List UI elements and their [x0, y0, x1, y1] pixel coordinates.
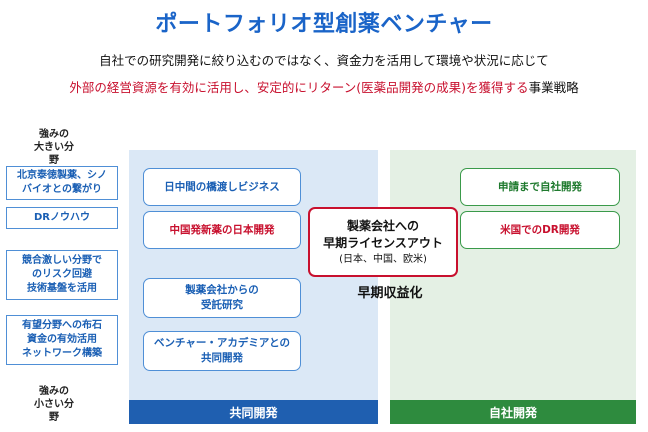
strength-box-promising-fields: 有望分野への布石 資金の有効活用 ネットワーク構築: [6, 315, 118, 365]
joint-development-bar: 共同開発: [129, 400, 378, 424]
page-title: ポートフォリオ型創薬ベンチャー: [155, 12, 493, 37]
card-china-new-drug: 中国発新薬の日本開発: [143, 211, 301, 249]
early-profit-label: 早期収益化: [357, 286, 423, 301]
card-us-dr-development: 米国でのDR開発: [460, 211, 620, 249]
card-contract-research: 製薬会社からの 受託研究: [143, 278, 301, 318]
description-line-2: 外部の経営資源を有効に活用し、安定的にリターン(医薬品開発の成果)を獲得する事業…: [0, 77, 648, 96]
description-line-1: 自社での研究開発に絞り込むのではなく、資金力を活用して環境や状況に応じて: [99, 53, 549, 68]
own-development-bar: 自社開発: [390, 400, 636, 424]
center-line-3: (日本、中国、欧米): [339, 253, 427, 265]
card-joint-venture-academia: ベンチャー・アカデミアとの 共同開発: [143, 331, 301, 371]
description-suffix: 事業戦略: [528, 80, 579, 95]
center-line-1: 製薬会社への: [346, 218, 419, 233]
axis-label-strong: 強みの 大きい分野: [34, 129, 74, 166]
card-self-development-to-filing: 申請まで自社開発: [460, 168, 620, 206]
center-line-2: 早期ライセンスアウト: [323, 235, 443, 250]
card-japan-china-bridge: 日中間の橋渡しビジネス: [143, 168, 301, 206]
strength-box-dr-knowhow: DRノウハウ: [6, 207, 118, 229]
description-highlight: 外部の経営資源を有効に活用し、安定的にリターン(医薬品開発の成果)を獲得する: [69, 80, 529, 95]
axis-label-weak: 強みの 小さい分野: [34, 386, 74, 423]
early-license-out-box: 製薬会社への 早期ライセンスアウト (日本、中国、欧米): [308, 207, 458, 277]
strength-box-risk-avoidance: 競合激しい分野で のリスク回避 技術基盤を活用: [6, 250, 118, 300]
strength-box-beijing: 北京泰徳製薬、シノ バイオとの繋がり: [6, 166, 118, 200]
